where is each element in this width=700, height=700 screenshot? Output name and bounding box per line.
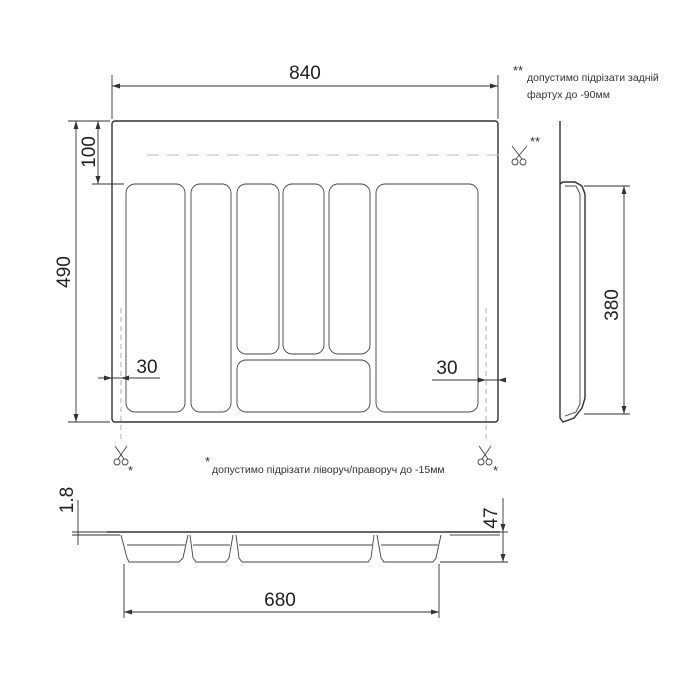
dimension-right-cut: 30	[432, 358, 506, 383]
tray-outline	[111, 120, 499, 423]
scissors-back-marker: **	[530, 134, 540, 149]
side-cut-note-text: допустимо підрізати ліворуч/праворуч до …	[212, 464, 445, 476]
dimension-back: 100	[79, 121, 124, 185]
dimension-left-cut-label: 30	[136, 357, 157, 378]
dimension-thickness-label: 1.8	[57, 487, 78, 513]
back-cut-note-line1: допустимо підрізати задній	[527, 72, 659, 84]
front-compartment-2	[189, 534, 234, 563]
side-cut-note: * допустимо підрізати ліворуч/праворуч д…	[205, 454, 445, 476]
front-view	[107, 531, 500, 563]
compartment-narrow-2	[236, 183, 280, 355]
compartment-narrow-3	[282, 183, 325, 355]
dimension-left-cut: 30	[98, 357, 160, 381]
compartment-bottom-wide	[236, 359, 371, 413]
compartment-narrow-1	[190, 183, 232, 413]
dimension-right-cut-label: 30	[436, 358, 457, 379]
dimension-profile-label: 380	[602, 289, 623, 321]
back-cut-note: ** допустимо підрізати задній фартух до …	[513, 63, 659, 101]
scissors-right-marker: *	[493, 463, 498, 478]
dimension-thickness: 1.8	[57, 487, 120, 545]
dimension-bottom-width-label: 680	[264, 590, 296, 611]
scissors-left-marker: *	[128, 463, 133, 478]
dimension-width: 840	[111, 63, 499, 119]
front-compartment-4	[376, 534, 442, 563]
dimension-bottom-width: 680	[123, 564, 440, 618]
front-compartment-3	[235, 534, 375, 563]
dimension-depth-label: 490	[54, 256, 75, 288]
scissors-right-icon	[477, 445, 493, 466]
dimension-width-label: 840	[289, 63, 321, 84]
scissors-back-icon	[511, 145, 528, 166]
dimension-height: 47	[440, 498, 508, 563]
side-cut-note-marker: *	[205, 454, 210, 469]
scissors-left-icon	[113, 445, 129, 466]
compartment-right-large	[375, 183, 479, 413]
dimension-back-label: 100	[79, 136, 100, 168]
compartment-left-large	[125, 183, 186, 413]
dimension-depth: 490	[54, 120, 110, 423]
dimension-height-label: 47	[481, 507, 502, 528]
back-cut-note-marker: **	[513, 63, 523, 78]
back-cut-note-line2: фартух до -90мм	[527, 89, 610, 101]
front-compartment-1	[120, 534, 189, 563]
side-profile: 380	[559, 121, 630, 423]
compartment-narrow-4	[328, 183, 371, 355]
top-view	[111, 120, 506, 440]
